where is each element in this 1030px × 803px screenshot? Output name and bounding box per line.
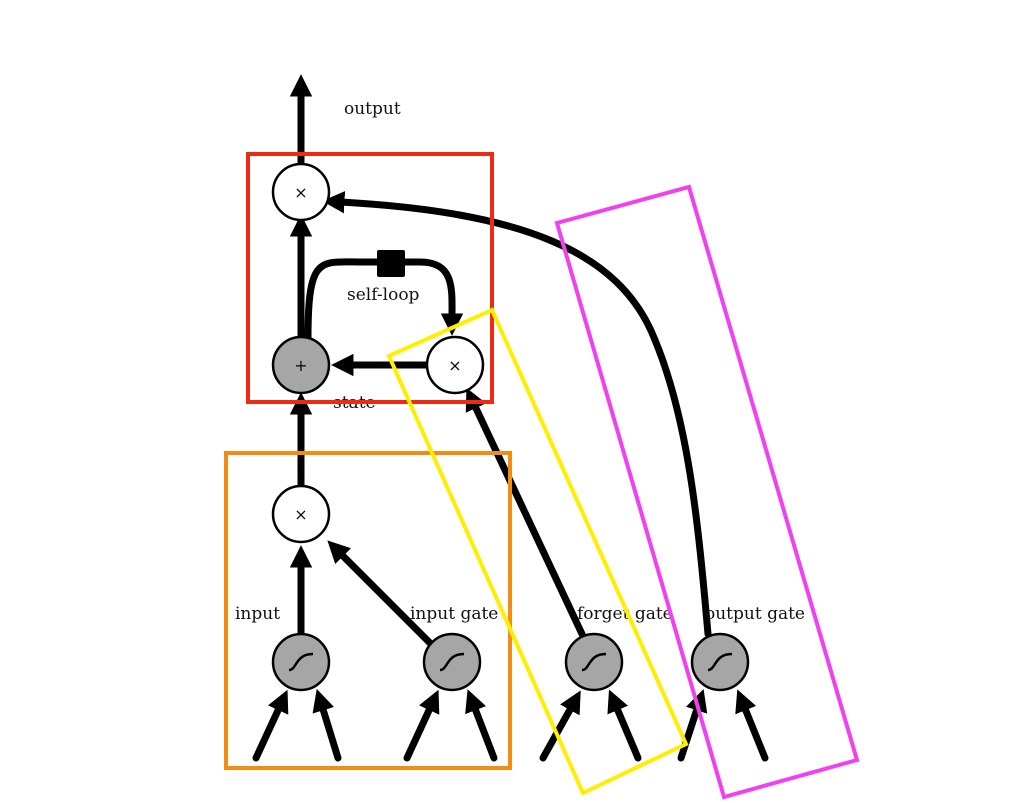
state-add-symbol: + <box>294 356 307 375</box>
output-gate-label: output gate <box>705 604 805 624</box>
edge-bottom-output-gate-2 <box>735 689 769 762</box>
output-multiply-symbol: × <box>294 183 307 202</box>
input-multiply-symbol: × <box>294 505 307 524</box>
input-gate-sigmoid-node <box>422 632 482 692</box>
sigmoid-icon <box>707 652 733 672</box>
edge-bottom-input-2 <box>312 688 342 762</box>
output-gate-box <box>554 184 860 800</box>
edge-bottom-input-gate-1 <box>403 689 440 762</box>
cell-box <box>246 152 494 404</box>
state-add-node: + <box>271 335 331 395</box>
labels: output self-loop state input input gate … <box>235 99 805 624</box>
delay-square-icon <box>377 250 405 277</box>
forget-multiply-symbol: × <box>448 356 461 375</box>
edge-bottom-input-1 <box>252 689 289 762</box>
input-sigmoid-node <box>271 632 331 692</box>
output-label: output <box>344 99 401 119</box>
edge-bottom-forget-gate-2 <box>607 689 642 762</box>
edge-output-gate-to-mul <box>322 191 712 638</box>
sigmoid-icon <box>581 652 607 672</box>
self-loop-label: self-loop <box>347 285 420 305</box>
input-box <box>224 451 512 770</box>
output-multiply-node: × <box>271 162 331 222</box>
output-gate-sigmoid-node <box>690 632 750 692</box>
edge-input-gate-to-mul <box>327 540 434 647</box>
sigmoid-icon <box>439 652 465 672</box>
input-gate-label: input gate <box>410 604 498 624</box>
highlight-boxes <box>224 152 860 800</box>
edge-bottom-input-gate-2 <box>465 689 498 762</box>
edge-forget-gate-to-mul <box>465 387 586 638</box>
forget-gate-sigmoid-node <box>564 632 624 692</box>
input-multiply-node: × <box>271 484 331 544</box>
forget-gate-label: forget gate <box>577 604 673 624</box>
forget-multiply-node: × <box>425 335 485 395</box>
edge-bottom-output-gate-1 <box>677 688 708 762</box>
sigmoid-icon <box>288 652 314 672</box>
nodes: × + × × <box>271 162 750 692</box>
forget-gate-box <box>386 307 689 796</box>
edge-self-loop <box>304 258 464 342</box>
input-label: input <box>235 604 280 624</box>
